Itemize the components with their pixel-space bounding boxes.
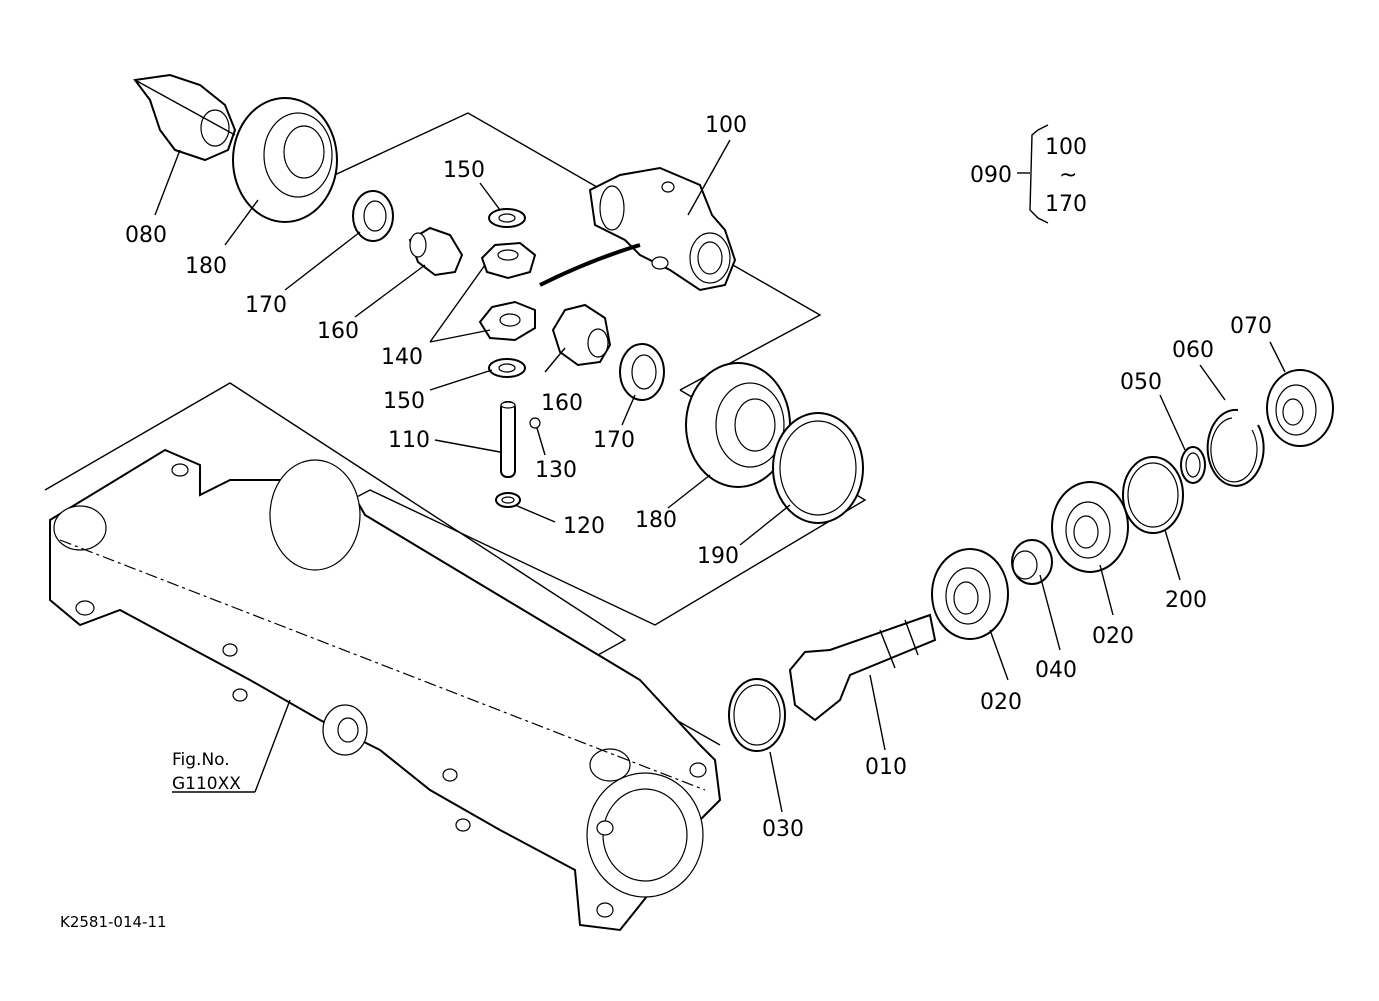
ball-bearing-180-top (232, 97, 338, 223)
callout-020-left: 020 (980, 690, 1022, 715)
assembly-code-090: 090 (970, 163, 1012, 188)
callout-160-right: 160 (541, 391, 583, 416)
o-ring-030 (728, 678, 786, 752)
pinion-gear-140-top (480, 241, 537, 280)
ring-200 (1122, 456, 1184, 534)
callout-170-top: 170 (245, 293, 287, 318)
callout-180-right: 180 (635, 508, 677, 533)
bevel-pinion-shaft-010 (788, 613, 937, 722)
side-gear-160-right (551, 303, 612, 367)
side-gear-160-left (408, 226, 464, 277)
shim-170-top (352, 190, 394, 242)
figure-ref-line1: Fig.No. (172, 750, 230, 770)
bevel-gear-080 (133, 73, 237, 162)
drawing-id: K2581-014-11 (60, 913, 167, 931)
differential-case-100 (539, 166, 737, 292)
snap-ring-060 (1206, 408, 1265, 487)
callout-150-top: 150 (443, 158, 485, 183)
callout-labels: 080 180 170 160 150 140 150 160 170 110 … (60, 113, 1272, 931)
callout-180-top: 180 (185, 254, 227, 279)
pinion-shaft-110 (500, 401, 516, 478)
callout-150-bottom: 150 (383, 389, 425, 414)
assembly-bracket (1017, 124, 1049, 224)
callout-190: 190 (697, 544, 739, 569)
figure-ref-line2: G110XX (172, 774, 241, 794)
ball-bearing-020-left (931, 548, 1009, 640)
ball-bearing-180-right (685, 362, 791, 488)
callout-080: 080 (125, 223, 167, 248)
callout-120: 120 (563, 514, 605, 539)
callout-110: 110 (388, 428, 430, 453)
callout-050: 050 (1120, 370, 1162, 395)
callout-070: 070 (1230, 314, 1272, 339)
circlip-050 (1180, 446, 1206, 484)
axle-housing (49, 448, 722, 932)
callout-100: 100 (705, 113, 747, 138)
callout-200: 200 (1165, 588, 1207, 613)
spacer-collar-040 (1011, 539, 1053, 585)
callout-130: 130 (535, 458, 577, 483)
callout-010: 010 (865, 755, 907, 780)
leader-lines (154, 139, 1286, 813)
oil-seal-070 (1266, 369, 1334, 447)
callout-170-right: 170 (593, 428, 635, 453)
callout-040: 040 (1035, 658, 1077, 683)
callout-140: 140 (381, 345, 423, 370)
assembly-range-end: 170 (1045, 192, 1087, 217)
thrust-washer-150-top (488, 208, 526, 228)
assembly-range-start: 100 (1045, 135, 1087, 160)
callout-160-left: 160 (317, 319, 359, 344)
thrust-washer-150-bottom (488, 358, 526, 378)
pinion-gear-140-bottom (478, 300, 536, 342)
shim-ring-190 (772, 412, 864, 524)
callout-030: 030 (762, 817, 804, 842)
assembly-range-sep: ~ (1059, 163, 1077, 188)
shim-170-right (619, 343, 665, 401)
callout-060: 060 (1172, 338, 1214, 363)
steel-ball-130 (529, 417, 541, 429)
callout-020-right: 020 (1092, 624, 1134, 649)
snap-ring-120 (495, 492, 521, 508)
ball-bearing-020-right (1051, 481, 1129, 573)
